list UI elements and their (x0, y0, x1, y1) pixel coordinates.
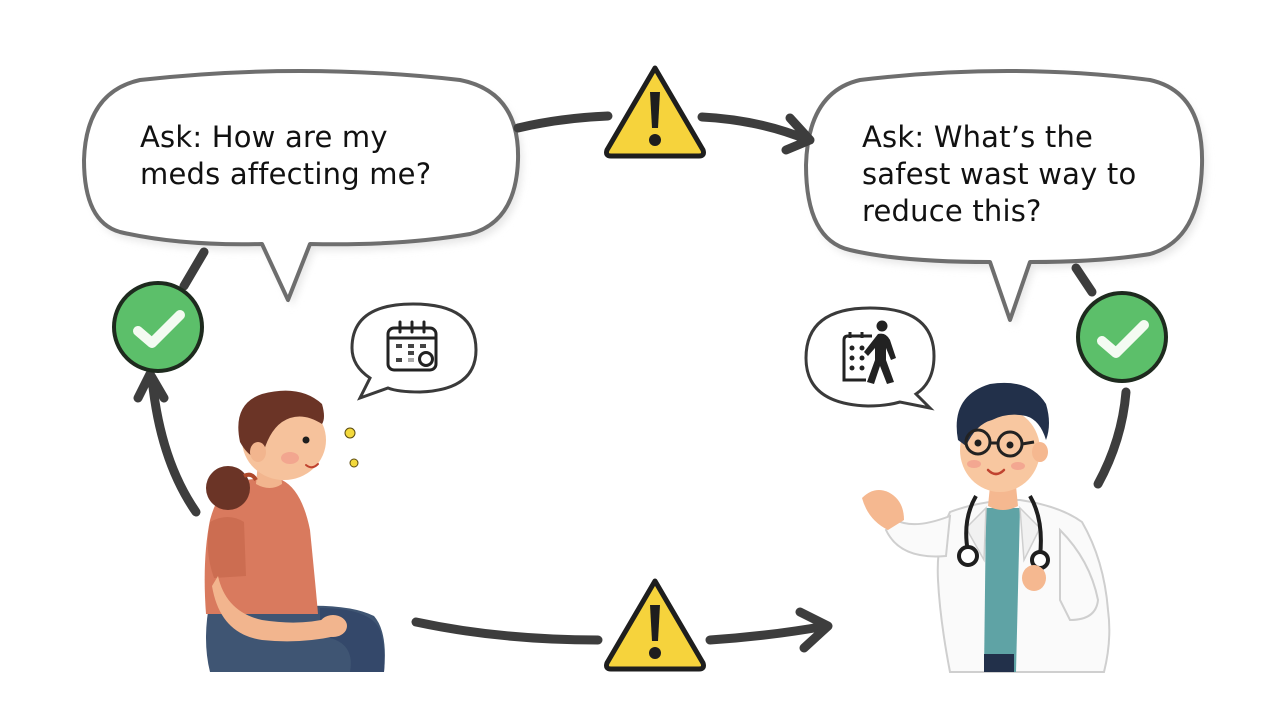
calendar-walking-person-icon (842, 320, 896, 384)
warning-triangle-icon (604, 578, 706, 672)
arrow-bottom (411, 607, 833, 653)
checkmark-circle-icon (1076, 291, 1168, 383)
arrow-left-up (133, 247, 209, 517)
speech-bubble-right (804, 69, 1207, 326)
thought-bubble-right (804, 306, 936, 411)
warning-triangle-icon (604, 65, 706, 159)
speech-bubble-left (82, 69, 523, 306)
arrow-right-down (1071, 263, 1131, 489)
doctor-character (862, 382, 1111, 673)
calendar-clock-icon (386, 320, 438, 372)
arrow-top (513, 111, 815, 155)
speech-bubble-right-text: Ask: What’s the safest wast way to reduc… (862, 120, 1137, 228)
patient-woman-character (204, 390, 385, 672)
speech-bubble-left-text: Ask: How are my meds affecting me? (140, 120, 432, 191)
thought-bubble-left (350, 302, 478, 401)
checkmark-circle-icon (112, 281, 204, 373)
